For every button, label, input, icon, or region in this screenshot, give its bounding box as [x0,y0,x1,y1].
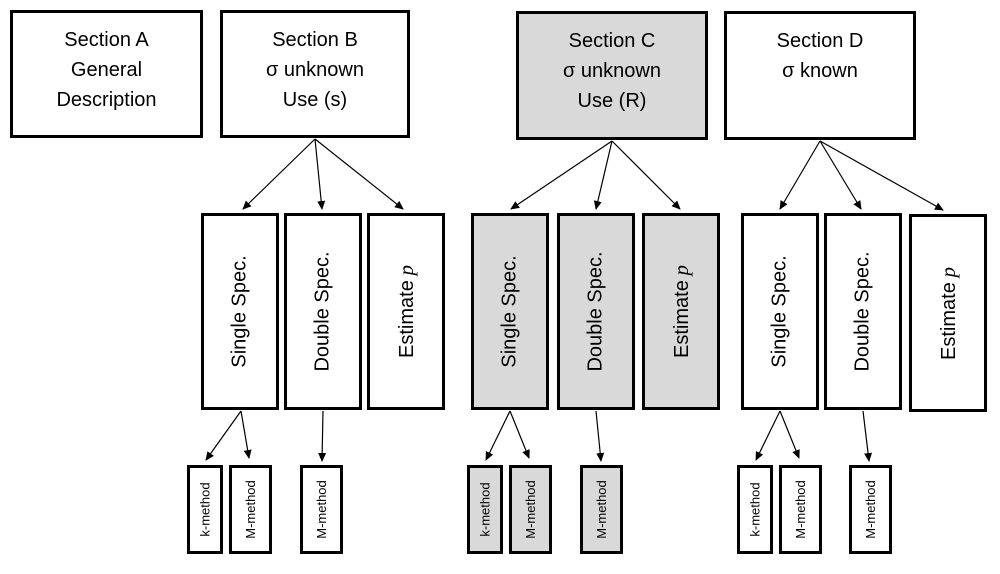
branch-single-spec-c-label: Single Spec. [498,255,521,368]
branch-estimate-p-c-label: Estimatep [668,265,693,358]
branch-single-spec-d: Single Spec. [741,213,819,410]
method-m1-b-label: M-method [243,480,258,539]
section-a-title: Section A [64,29,149,51]
branch-estimate-p-d-label: Estimatep [935,266,960,360]
method-m2-b: M-method [300,465,343,554]
branch-double-spec-c-label: Double Spec. [584,251,607,372]
method-m2-b-label: M-method [314,480,329,539]
estimate-p-symbol: p [935,266,960,278]
branch-estimate-p-b-label: Estimatep [393,265,418,358]
method-m2-d: M-method [849,465,892,554]
method-m2-c: M-method [580,465,623,554]
branch-single-spec-c: Single Spec. [471,213,549,410]
section-c-box: Section C σ unknown Use (R) [516,11,708,140]
section-a-line-2: General [70,59,143,81]
method-k-d: k-method [737,465,773,554]
section-b-box: Section B σ unknown Use (s) [220,10,410,138]
branch-estimate-p-b: Estimatep [367,213,445,410]
branch-double-spec-b: Double Spec. [284,213,362,410]
section-c-line-3: Use (R) [577,90,647,112]
branch-single-spec-d-label: Single Spec. [768,255,791,368]
branch-double-spec-d-label: Double Spec. [851,251,874,372]
method-m2-d-label: M-method [863,480,878,539]
branch-estimate-p-c: Estimatep [642,213,720,410]
section-b-title: Section B [272,29,358,51]
branch-single-spec-b: Single Spec. [201,213,279,410]
branch-double-spec-b-label: Double Spec. [311,251,334,372]
section-a-box: Section A General Description [10,10,203,138]
section-a-line-3: Description [56,89,157,111]
branch-double-spec-c: Double Spec. [557,213,635,410]
section-d-title: Section D [776,30,864,52]
section-d-line-2: σ known [782,60,858,82]
branch-single-spec-b-label: Single Spec. [228,255,251,368]
section-c-title: Section C [568,30,656,52]
section-b-line-2: σ unknown [266,59,364,81]
method-k-b-label: k-method [197,482,213,537]
method-m1-d-label: M-method [793,480,808,539]
method-k-c-label: k-method [477,482,493,537]
section-b-line-3: Use (s) [282,89,348,111]
branch-estimate-p-d: Estimatep [909,214,987,412]
estimate-p-symbol: p [668,265,693,276]
estimate-p-symbol: p [393,265,418,276]
branch-double-spec-d: Double Spec. [824,213,902,410]
method-m1-b: M-method [229,465,272,554]
method-m1-c: M-method [509,465,552,554]
method-k-d-label: k-method [747,482,763,537]
method-k-b: k-method [187,465,223,554]
section-d-box: Section D σ known [724,11,916,140]
method-m1-d: M-method [779,465,822,554]
section-c-line-2: σ unknown [563,60,661,82]
method-k-c: k-method [467,465,503,554]
method-m2-c-label: M-method [594,480,609,539]
method-m1-c-label: M-method [523,480,538,539]
